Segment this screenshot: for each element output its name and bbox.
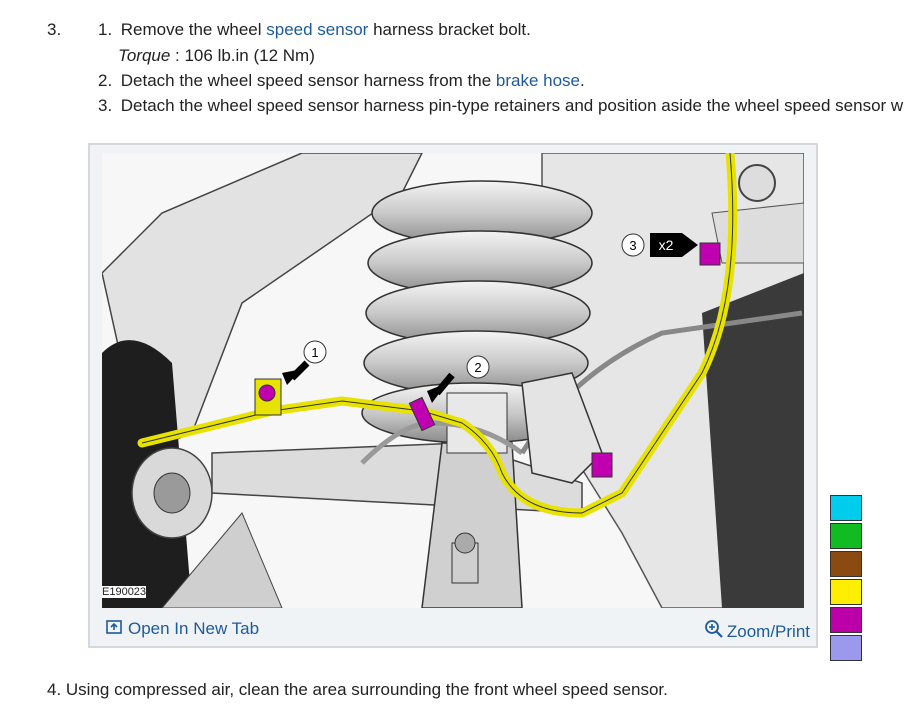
legend-swatch-5	[830, 607, 862, 633]
figure-panel: 1 2 3 x2 E190023 Open In New Tab Zoom/Pr…	[88, 143, 818, 648]
substep-2-number: 2.	[98, 71, 113, 90]
substep-2-text-pre: Detach the wheel speed sensor harness fr…	[120, 71, 496, 90]
callout-2: 2	[474, 360, 481, 375]
torque-label: Torque	[118, 46, 171, 65]
substep-1-number: 1.	[98, 20, 113, 39]
open-new-tab-button[interactable]: Open In New Tab	[106, 619, 259, 639]
figure-id: E190023	[102, 586, 147, 598]
substep-3-text: Detach the wheel speed sensor harness pi…	[120, 96, 904, 115]
zoom-print-label: Zoom/Print	[726, 621, 810, 641]
open-new-tab-label: Open In New Tab	[128, 619, 260, 638]
legend-swatch-2	[830, 523, 862, 549]
torque-spec: Torque : 106 lb.in (12 Nm)	[118, 46, 315, 66]
substep-2: 2. Detach the wheel speed sensor harness…	[98, 71, 585, 91]
legend-swatch-4	[830, 579, 862, 605]
substep-3-number: 3.	[98, 96, 113, 115]
substep-3: 3. Detach the wheel speed sensor harness…	[98, 96, 903, 116]
speed-sensor-link[interactable]: speed sensor	[266, 20, 369, 39]
callout-3: 3	[629, 238, 636, 253]
figure-toolbar: Open In New Tab Zoom/Print	[90, 613, 816, 646]
open-new-tab-icon	[106, 619, 122, 639]
substep-1-text-pre: Remove the wheel	[120, 20, 267, 39]
zoom-icon	[704, 619, 724, 644]
callout-1: 1	[311, 345, 318, 360]
substep-2-text-post: .	[580, 71, 585, 90]
legend-swatch-1	[830, 495, 862, 521]
color-legend	[830, 495, 862, 663]
illustration-svg: 1 2 3 x2	[102, 153, 804, 608]
next-step-text: 4. Using compressed air, clean the area …	[47, 680, 668, 699]
suspension-illustration[interactable]: 1 2 3 x2	[102, 153, 804, 608]
substep-1-text-post: harness bracket bolt.	[368, 20, 531, 39]
substep-1: 1. Remove the wheel speed sensor harness…	[98, 20, 531, 40]
multiplier-label: x2	[659, 237, 674, 253]
legend-swatch-3	[830, 551, 862, 577]
torque-value: : 106 lb.in (12 Nm)	[170, 46, 315, 65]
brake-hose-link[interactable]: brake hose	[495, 71, 581, 90]
zoom-print-button[interactable]: Zoom/Print	[704, 619, 810, 644]
legend-swatch-6	[830, 635, 862, 661]
step-number: 3.	[47, 20, 62, 39]
